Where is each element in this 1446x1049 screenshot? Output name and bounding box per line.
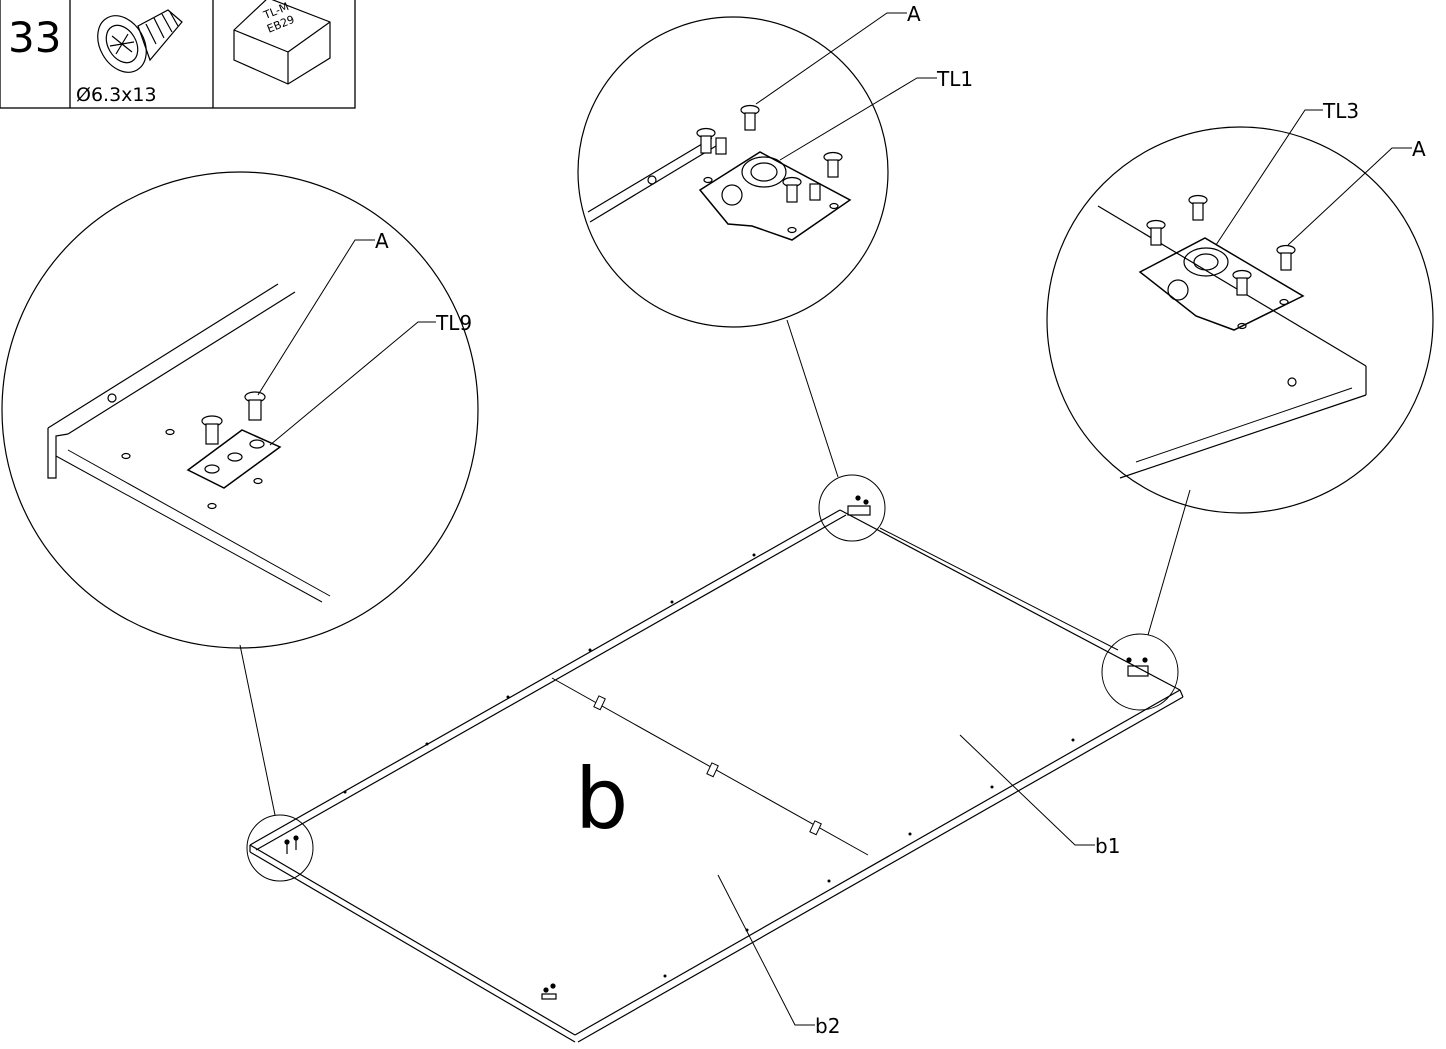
callout-tl9: TL9: [435, 311, 472, 335]
callout-b1: b1: [1095, 834, 1120, 858]
detail-tl9: [1, 171, 479, 649]
detail-marker-circles: [246, 474, 1179, 882]
screw-size-label: Ø6.3x13: [76, 84, 157, 106]
screw-icon: [97, 9, 183, 73]
hinge-plates: [593, 695, 822, 836]
callout-a-left: A: [375, 229, 389, 253]
callout-tl1: TL1: [936, 67, 973, 91]
callout-a-top: A: [907, 2, 921, 26]
step-number: 33: [8, 13, 61, 62]
callout-a-right: A: [1412, 137, 1426, 161]
screw-a-right: [1146, 194, 1296, 296]
panel-label: b: [575, 750, 628, 848]
box-label: TL-M EB29: [261, 0, 297, 36]
box-icon: [233, 0, 331, 85]
panel-dots: [343, 553, 1075, 978]
panel-b: [249, 509, 1184, 1043]
detail-tl3: [1046, 126, 1434, 514]
callout-b2: b2: [815, 1014, 840, 1038]
screw-a-top: [696, 104, 843, 203]
small-fittings: [284, 495, 1149, 1000]
callout-tl3: TL3: [1322, 99, 1359, 123]
detail-connector-lines: [239, 319, 1191, 816]
parts-header: [0, 0, 356, 109]
screw-a-left: [201, 391, 266, 445]
callout-leaders: [257, 12, 1412, 1026]
detail-tl1: [577, 16, 889, 328]
